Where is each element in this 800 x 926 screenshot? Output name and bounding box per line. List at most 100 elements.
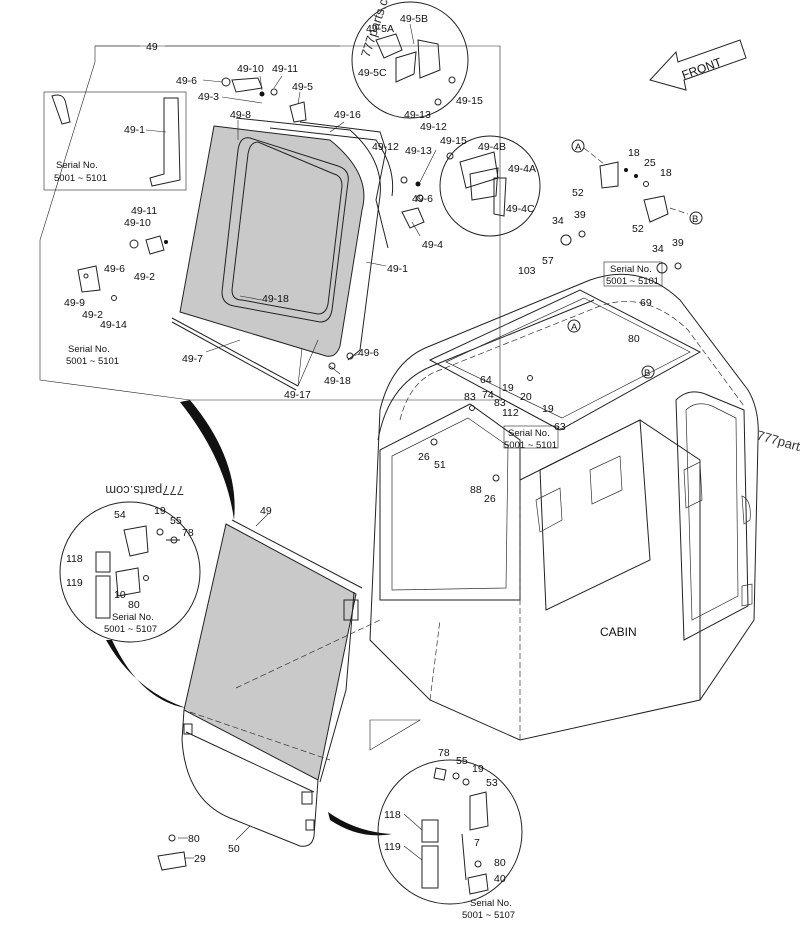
label-118-a: 118: [66, 553, 83, 565]
detail-circle-49-4: 49-15 49-4B 49-4A 49-4C: [439, 135, 541, 237]
label-49-4b: 49-4B: [478, 141, 506, 153]
serial-range-4: 5001 ~ 5101: [504, 440, 557, 451]
label-80-a: 80: [628, 333, 640, 345]
ref-b-top: B: [692, 214, 698, 225]
label-88: 88: [470, 484, 482, 496]
label-49-13-a: 49-13: [405, 145, 432, 157]
label-49-7: 49-7: [182, 353, 203, 365]
label-49-10-b: 49-10: [124, 217, 151, 229]
label-49-11-b: 49-11: [131, 205, 157, 217]
label-49-18-a: 49-18: [262, 293, 289, 305]
label-49-2-b: 49-2: [82, 309, 103, 321]
label-49-6-b: 49-6: [412, 193, 433, 205]
label-39-b: 39: [672, 237, 684, 249]
serial-caption-4: Serial No.: [508, 428, 550, 439]
label-10: 10: [114, 589, 126, 601]
label-55-b: 55: [456, 755, 468, 767]
label-49-14: 49-14: [100, 319, 127, 331]
label-119-a: 119: [66, 577, 83, 589]
front-arrow: FRONT: [649, 39, 747, 91]
serial-caption-3: Serial No.: [610, 264, 652, 275]
label-20: 20: [520, 391, 532, 403]
label-19-a: 19: [502, 382, 514, 394]
label-50: 50: [228, 843, 240, 855]
ref-a-cabin: A: [571, 322, 578, 333]
label-118-b: 118: [384, 809, 401, 821]
label-49-3: 49-3: [198, 91, 219, 103]
serial-range-5: 5001 ~ 5107: [104, 624, 157, 635]
label-49-4: 49-4: [422, 239, 443, 251]
serial-box-49-1: 49-1 Serial No. 5001 ~ 5101: [43, 91, 187, 191]
label-49-10-a: 49-10: [237, 63, 264, 75]
serial-range-3: 5001 ~ 5101: [606, 276, 659, 287]
label-80-d: 80: [494, 857, 506, 869]
label-49-18-b: 49-18: [324, 375, 351, 387]
label-19-c: 19: [154, 505, 166, 517]
label-49-8: 49-8: [230, 109, 251, 121]
cabin-roof-labels: A B 64 19 83 74 83 112 20 19 63 Serial N…: [418, 319, 655, 505]
label-83-b: 83: [494, 397, 506, 409]
detail-circle-49-5: 49-5A 49-5B 49-5C 49-15 49-13 49-12 777p…: [351, 0, 483, 133]
label-26-a: 26: [418, 451, 430, 463]
cabin-label: CABIN: [600, 625, 637, 639]
serial-caption-6: Serial No.: [470, 898, 512, 909]
label-49-15-b: 49-15: [440, 135, 467, 147]
watermark-cabin: 777parts.co: [755, 427, 800, 460]
label-49-5c: 49-5C: [358, 67, 387, 79]
label-34-b: 34: [652, 243, 664, 255]
label-69: 69: [640, 297, 652, 309]
serial-caption-1: Serial No.: [56, 160, 98, 171]
serial-caption-5: Serial No.: [112, 612, 154, 623]
detail-circle-right-latch: 78 55 19 53 118 119 7 80 40 Serial No. 5…: [377, 747, 523, 921]
detail-circle-left-latch: 777parts.com 54 19 55 78 118 119 10 80 S…: [59, 483, 201, 643]
side-window-glass: [171, 117, 394, 391]
label-49-11-a: 49-11: [272, 63, 298, 75]
label-112: 112: [502, 407, 519, 419]
label-54: 54: [114, 509, 126, 521]
label-18-b: 18: [660, 167, 672, 179]
label-78-a: 78: [182, 527, 194, 539]
window-leaders: [202, 75, 437, 387]
label-49-15-a: 49-15: [456, 95, 483, 107]
label-80-b: 80: [188, 833, 200, 845]
cabin-frame: CABIN 777parts.co: [369, 273, 800, 741]
label-26-b: 26: [484, 493, 496, 505]
label-49-1: 49-1: [387, 263, 408, 275]
label-49-9: 49-9: [64, 297, 85, 309]
label-103: 103: [518, 265, 536, 277]
serial-range-2: 5001 ~ 5101: [66, 356, 119, 367]
roof-small-parts: 34 39 34 39 Serial No. 5001 ~ 5101 103 5…: [518, 209, 684, 345]
label-52-b: 52: [632, 223, 644, 235]
label-49-5b: 49-5B: [400, 13, 428, 25]
label-19-b: 19: [542, 403, 554, 415]
window-assembly-bracket: 49: [39, 41, 501, 401]
label-49-12-b: 49-12: [420, 121, 447, 133]
label-119-b: 119: [384, 841, 401, 853]
serial-caption-2: Serial No.: [68, 344, 110, 355]
label-49-5a: 49-5A: [366, 23, 394, 35]
serial-range-1: 5001 ~ 5101: [54, 173, 107, 184]
label-29: 29: [194, 853, 206, 865]
label-49-13-b: 49-13: [404, 109, 431, 121]
label-49-1-box: 49-1: [124, 124, 145, 136]
watermark-left: 777parts.com: [105, 483, 184, 498]
label-49-5: 49-5: [292, 81, 313, 93]
label-52-a: 52: [572, 187, 584, 199]
label-49-6-d: 49-6: [358, 347, 379, 359]
cabin-door: 49 50: [181, 505, 422, 855]
label-49-6-c: 49-6: [104, 263, 125, 275]
label-19-d: 19: [472, 763, 484, 775]
label-40: 40: [494, 873, 506, 885]
label-53: 53: [486, 777, 498, 789]
ref-b-cabin: B: [644, 368, 650, 379]
label-49-12-a: 49-12: [372, 141, 399, 153]
label-83-a: 83: [464, 391, 476, 403]
label-49-17: 49-17: [284, 389, 311, 401]
label-78-b: 78: [438, 747, 450, 759]
label-49-2-a: 49-2: [134, 271, 155, 283]
label-57: 57: [542, 255, 554, 267]
label-7: 7: [474, 837, 480, 849]
label-64: 64: [480, 374, 492, 386]
serial-range-6: 5001 ~ 5107: [462, 910, 515, 921]
